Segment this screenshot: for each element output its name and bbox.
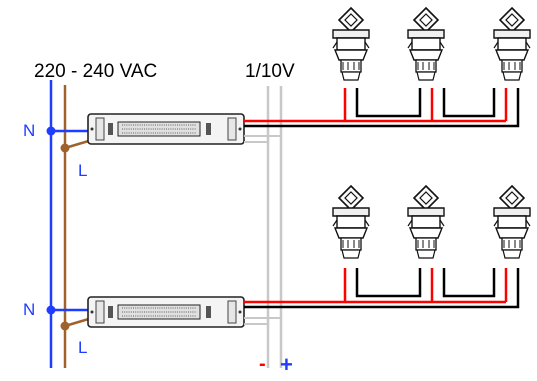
led-driver-top <box>87 113 245 145</box>
led-driver-bottom <box>87 296 245 328</box>
led-spotlight-bottom-1 <box>332 185 370 259</box>
neutral-junction-bottom <box>46 305 56 315</box>
led-spotlight-top-2 <box>407 7 445 81</box>
dimming-label: 1/10V <box>245 61 295 82</box>
live-junction-bottom <box>60 321 70 331</box>
neutral-label-bottom: N <box>23 300 36 319</box>
led-spotlight-top-1 <box>332 7 370 81</box>
dimming-minus-label: - <box>259 353 266 375</box>
live-label-top: L <box>78 161 88 180</box>
dimming-plus-label: + <box>280 352 293 377</box>
led-spotlight-bottom-3 <box>493 185 531 259</box>
mains-voltage-label: 220 - 240 VAC <box>34 61 158 82</box>
live-junction-top <box>60 143 70 153</box>
live-label-bottom: L <box>78 338 88 357</box>
led-spotlight-bottom-2 <box>407 185 445 259</box>
led-spotlight-top-3 <box>493 7 531 81</box>
neutral-junction-top <box>46 126 56 136</box>
neutral-label-top: N <box>23 121 36 140</box>
